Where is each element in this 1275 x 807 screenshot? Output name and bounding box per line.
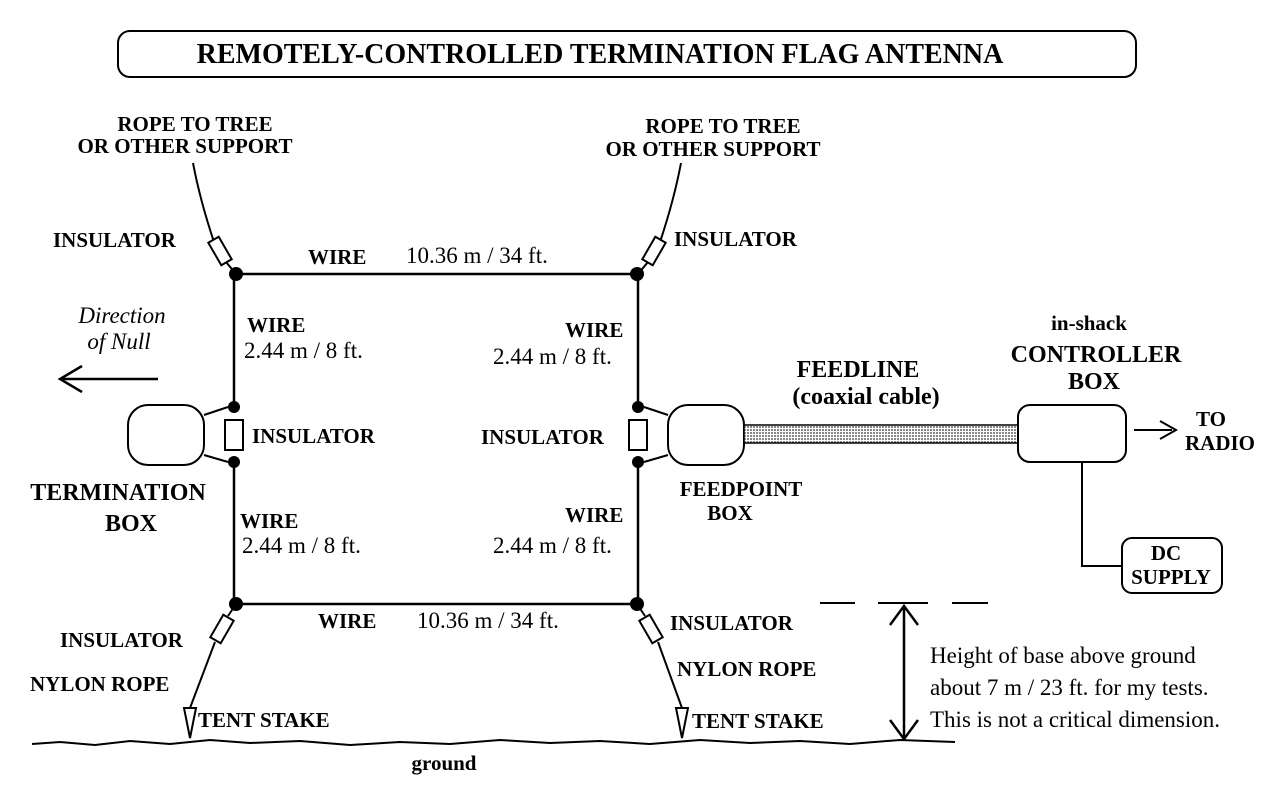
label-height-1: Height of base above ground	[930, 643, 1196, 668]
rope-top-right	[659, 162, 682, 243]
coax-feedline	[743, 424, 1021, 444]
feedpoint-box	[667, 404, 745, 466]
dc-supply-line	[1081, 462, 1122, 567]
label-nylon-right: NYLON ROPE	[677, 657, 816, 681]
label-direction-1: Direction	[77, 303, 165, 328]
label-stake-right: TENT STAKE	[692, 709, 824, 733]
label-termination-2: BOX	[105, 511, 158, 537]
label-insulator-mid-right: INSULATOR	[481, 425, 605, 449]
insulator-bottom-right	[637, 613, 665, 645]
label-wire-top-dim: 10.36 m / 34 ft.	[406, 243, 548, 268]
insulator-mid-right	[628, 419, 648, 451]
label-wire-bottom: WIRE	[318, 609, 376, 633]
label-to-radio-2: RADIO	[1185, 431, 1255, 455]
label-insulator-bottom-right: INSULATOR	[670, 611, 794, 635]
nylon-rope-left	[189, 641, 216, 709]
termination-box	[127, 404, 205, 466]
label-wire-top: WIRE	[308, 245, 366, 269]
label-wire-right-lower-dim: 2.44 m / 8 ft.	[493, 533, 612, 558]
label-wire-left-lower: WIRE	[240, 509, 298, 533]
label-wire-right-upper-dim: 2.44 m / 8 ft.	[493, 344, 612, 369]
ground-line	[31, 738, 956, 747]
dc-supply-box	[1121, 537, 1223, 594]
label-feedpoint-2: BOX	[707, 501, 753, 525]
label-rope-right-1: ROPE TO TREE	[645, 114, 800, 138]
label-insulator-top-left: INSULATOR	[53, 228, 177, 252]
label-direction-2: of Null	[87, 329, 150, 354]
label-dc-2: SUPPLY	[1131, 565, 1211, 589]
insulator-top-left	[206, 235, 234, 267]
label-wire-right-upper: WIRE	[565, 318, 623, 342]
label-rope-left-1: ROPE TO TREE	[117, 112, 272, 136]
label-feedline-2: (coaxial cable)	[792, 384, 939, 410]
label-termination-1: TERMINATION	[30, 480, 206, 506]
label-insulator-bottom-left: INSULATOR	[60, 628, 184, 652]
junction-dot	[229, 267, 243, 281]
label-height-3: This is not a critical dimension.	[930, 707, 1220, 732]
label-insulator-mid-left: INSULATOR	[252, 424, 376, 448]
tent-stake-right	[674, 707, 690, 739]
title-box	[117, 30, 1137, 78]
diagram-title: REMOTELY-CONTROLLED TERMINATION FLAG ANT…	[197, 39, 1004, 70]
insulator-top-right	[640, 235, 668, 267]
label-controller-3: BOX	[1068, 369, 1121, 395]
insulator-bottom-left	[208, 613, 236, 645]
insulator-mid-left	[224, 419, 244, 451]
label-height-2: about 7 m / 23 ft. for my tests.	[930, 675, 1209, 700]
label-insulator-top-right: INSULATOR	[674, 227, 798, 251]
label-wire-left-upper-dim: 2.44 m / 8 ft.	[244, 338, 363, 363]
label-to-radio-1: TO	[1196, 407, 1226, 431]
label-rope-right-2: OR OTHER SUPPORT	[605, 137, 820, 161]
label-feedpoint-1: FEEDPOINT	[680, 477, 803, 501]
nylon-rope-right	[657, 641, 683, 709]
label-rope-left-2: OR OTHER SUPPORT	[77, 134, 292, 158]
tent-stake-left	[182, 707, 198, 739]
label-stake-left: TENT STAKE	[198, 708, 330, 732]
junction-dot	[630, 267, 644, 281]
label-controller-1: in-shack	[1051, 311, 1127, 335]
label-nylon-left: NYLON ROPE	[30, 672, 169, 696]
label-ground: ground	[412, 751, 477, 775]
label-controller-2: CONTROLLER	[1011, 342, 1182, 368]
controller-box	[1017, 404, 1127, 463]
label-wire-bottom-dim: 10.36 m / 34 ft.	[417, 608, 559, 633]
label-dc-1: DC	[1151, 541, 1181, 565]
rope-top-left	[192, 162, 215, 243]
label-feedline-1: FEEDLINE	[797, 357, 920, 383]
label-wire-left-lower-dim: 2.44 m / 8 ft.	[242, 533, 361, 558]
label-wire-left-upper: WIRE	[247, 313, 305, 337]
label-wire-right-lower: WIRE	[565, 503, 623, 527]
